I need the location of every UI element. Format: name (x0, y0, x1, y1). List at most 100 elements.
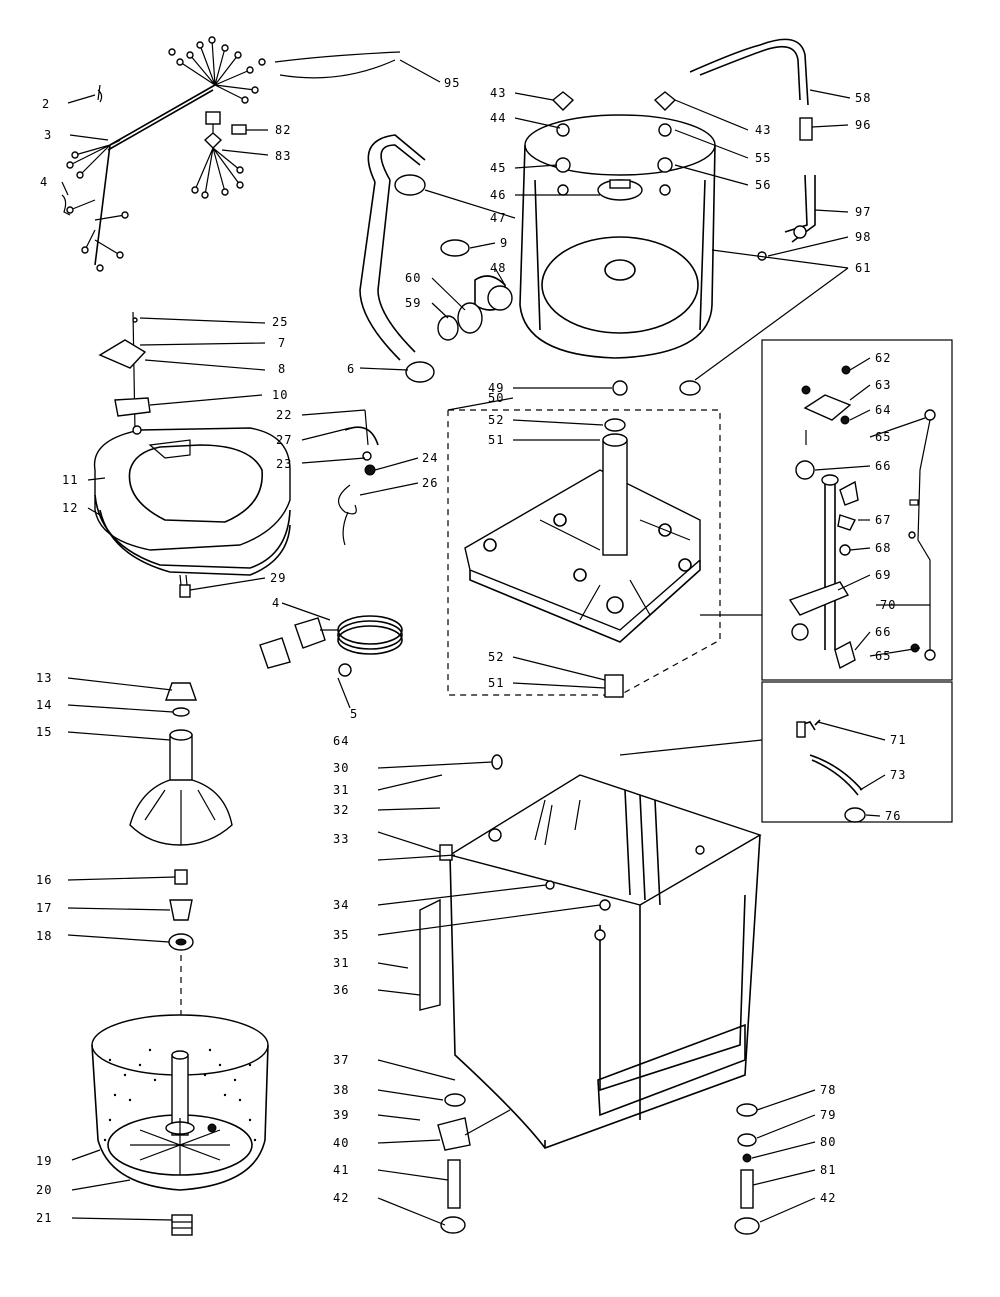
power-cord (259, 615, 403, 677)
part-label-38: 38 (333, 1083, 349, 1097)
part-label-66a: 66 (875, 459, 891, 473)
part-label-34: 34 (333, 898, 349, 912)
part-label-19: 19 (36, 1154, 52, 1168)
part-label-59: 59 (405, 296, 421, 310)
part-label-66b: 66 (875, 625, 891, 639)
part-label-79: 79 (820, 1108, 836, 1122)
part-label-18: 18 (36, 929, 52, 943)
part-label-5: 5 (350, 707, 358, 721)
inset-box-lid-switch (761, 681, 953, 823)
part-label-9: 9 (500, 236, 508, 250)
part-label-44: 44 (490, 111, 506, 125)
part-label-51b: 51 (488, 676, 504, 690)
part-label-48: 48 (490, 261, 506, 275)
part-label-47: 47 (490, 211, 506, 225)
part-label-41: 41 (333, 1163, 349, 1177)
bracket-assembly (98, 311, 151, 435)
part-label-35: 35 (333, 928, 349, 942)
part-label-52a: 52 (488, 413, 504, 427)
tub-ring (93, 427, 291, 598)
part-label-80: 80 (820, 1135, 836, 1149)
part-label-20: 20 (36, 1183, 52, 1197)
leader-lines (61, 59, 930, 1226)
pump-parts (437, 239, 513, 341)
part-label-81: 81 (820, 1163, 836, 1177)
part-label-27: 27 (276, 433, 292, 447)
part-number-labels: 2 3 4 95 82 83 25 7 8 10 11 12 22 27 23 … (36, 76, 906, 1225)
part-label-68: 68 (875, 541, 891, 555)
wire-harness (61, 36, 401, 272)
part-label-83: 83 (275, 149, 291, 163)
part-label-12: 12 (62, 501, 78, 515)
small-parts-22-28 (338, 409, 379, 546)
drain-hose (359, 134, 435, 383)
part-label-37: 37 (333, 1053, 349, 1067)
part-label-65a: 65 (875, 430, 891, 444)
part-label-82: 82 (275, 123, 291, 137)
part-label-96: 96 (855, 118, 871, 132)
part-label-78: 78 (820, 1083, 836, 1097)
part-label-67: 67 (875, 513, 891, 527)
part-label-31b: 31 (333, 956, 349, 970)
part-label-70: 70 (880, 598, 896, 612)
part-label-73: 73 (890, 768, 906, 782)
part-label-15: 15 (36, 725, 52, 739)
tub-hoses (612, 38, 816, 396)
part-label-21: 21 (36, 1211, 52, 1225)
part-label-43a: 43 (490, 86, 506, 100)
part-label-65b: 65 (875, 649, 891, 663)
part-label-42b: 42 (820, 1191, 836, 1205)
part-label-33: 33 (333, 832, 349, 846)
part-label-76: 76 (885, 809, 901, 823)
part-label-7: 7 (278, 336, 286, 350)
cabinet (419, 754, 762, 1235)
part-label-58: 58 (855, 91, 871, 105)
part-label-56: 56 (755, 178, 771, 192)
part-label-14: 14 (36, 698, 52, 712)
part-label-97: 97 (855, 205, 871, 219)
part-label-39: 39 (333, 1108, 349, 1122)
agitator (129, 682, 233, 1030)
part-label-98: 98 (855, 230, 871, 244)
part-label-17: 17 (36, 901, 52, 915)
part-label-42a: 42 (333, 1191, 349, 1205)
part-label-23: 23 (276, 457, 292, 471)
spin-basket (91, 1014, 269, 1236)
inset-box-brake (761, 339, 953, 681)
part-label-25: 25 (272, 315, 288, 329)
part-label-61: 61 (855, 261, 871, 275)
part-label-63: 63 (875, 378, 891, 392)
part-label-51a: 51 (488, 433, 504, 447)
part-label-46: 46 (490, 188, 506, 202)
part-label-62: 62 (875, 351, 891, 365)
part-label-11: 11 (62, 473, 78, 487)
part-label-32: 32 (333, 803, 349, 817)
part-label-45: 45 (490, 161, 506, 175)
part-label-40: 40 (333, 1136, 349, 1150)
part-label-29: 29 (270, 571, 286, 585)
part-label-16: 16 (36, 873, 52, 887)
part-label-60: 60 (405, 271, 421, 285)
part-label-69: 69 (875, 568, 891, 582)
part-label-71: 71 (890, 733, 906, 747)
part-label-4: 4 (40, 175, 48, 189)
part-label-55: 55 (755, 151, 771, 165)
part-label-24: 24 (422, 451, 438, 465)
part-label-64b: 64 (333, 734, 349, 748)
part-label-6: 6 (347, 362, 355, 376)
part-label-49: 49 (488, 381, 504, 395)
part-label-95: 95 (444, 76, 460, 90)
part-label-2: 2 (42, 97, 50, 111)
part-label-52b: 52 (488, 650, 504, 664)
part-label-31a: 31 (333, 783, 349, 797)
part-label-50: 50 (488, 391, 504, 405)
part-label-22: 22 (276, 408, 292, 422)
part-label-10: 10 (272, 388, 288, 402)
part-label-13: 13 (36, 671, 52, 685)
transmission-base (447, 409, 721, 698)
part-label-26: 26 (422, 476, 438, 490)
part-label-4b: 4 (272, 596, 280, 610)
part-label-36: 36 (333, 983, 349, 997)
part-label-43b: 43 (755, 123, 771, 137)
